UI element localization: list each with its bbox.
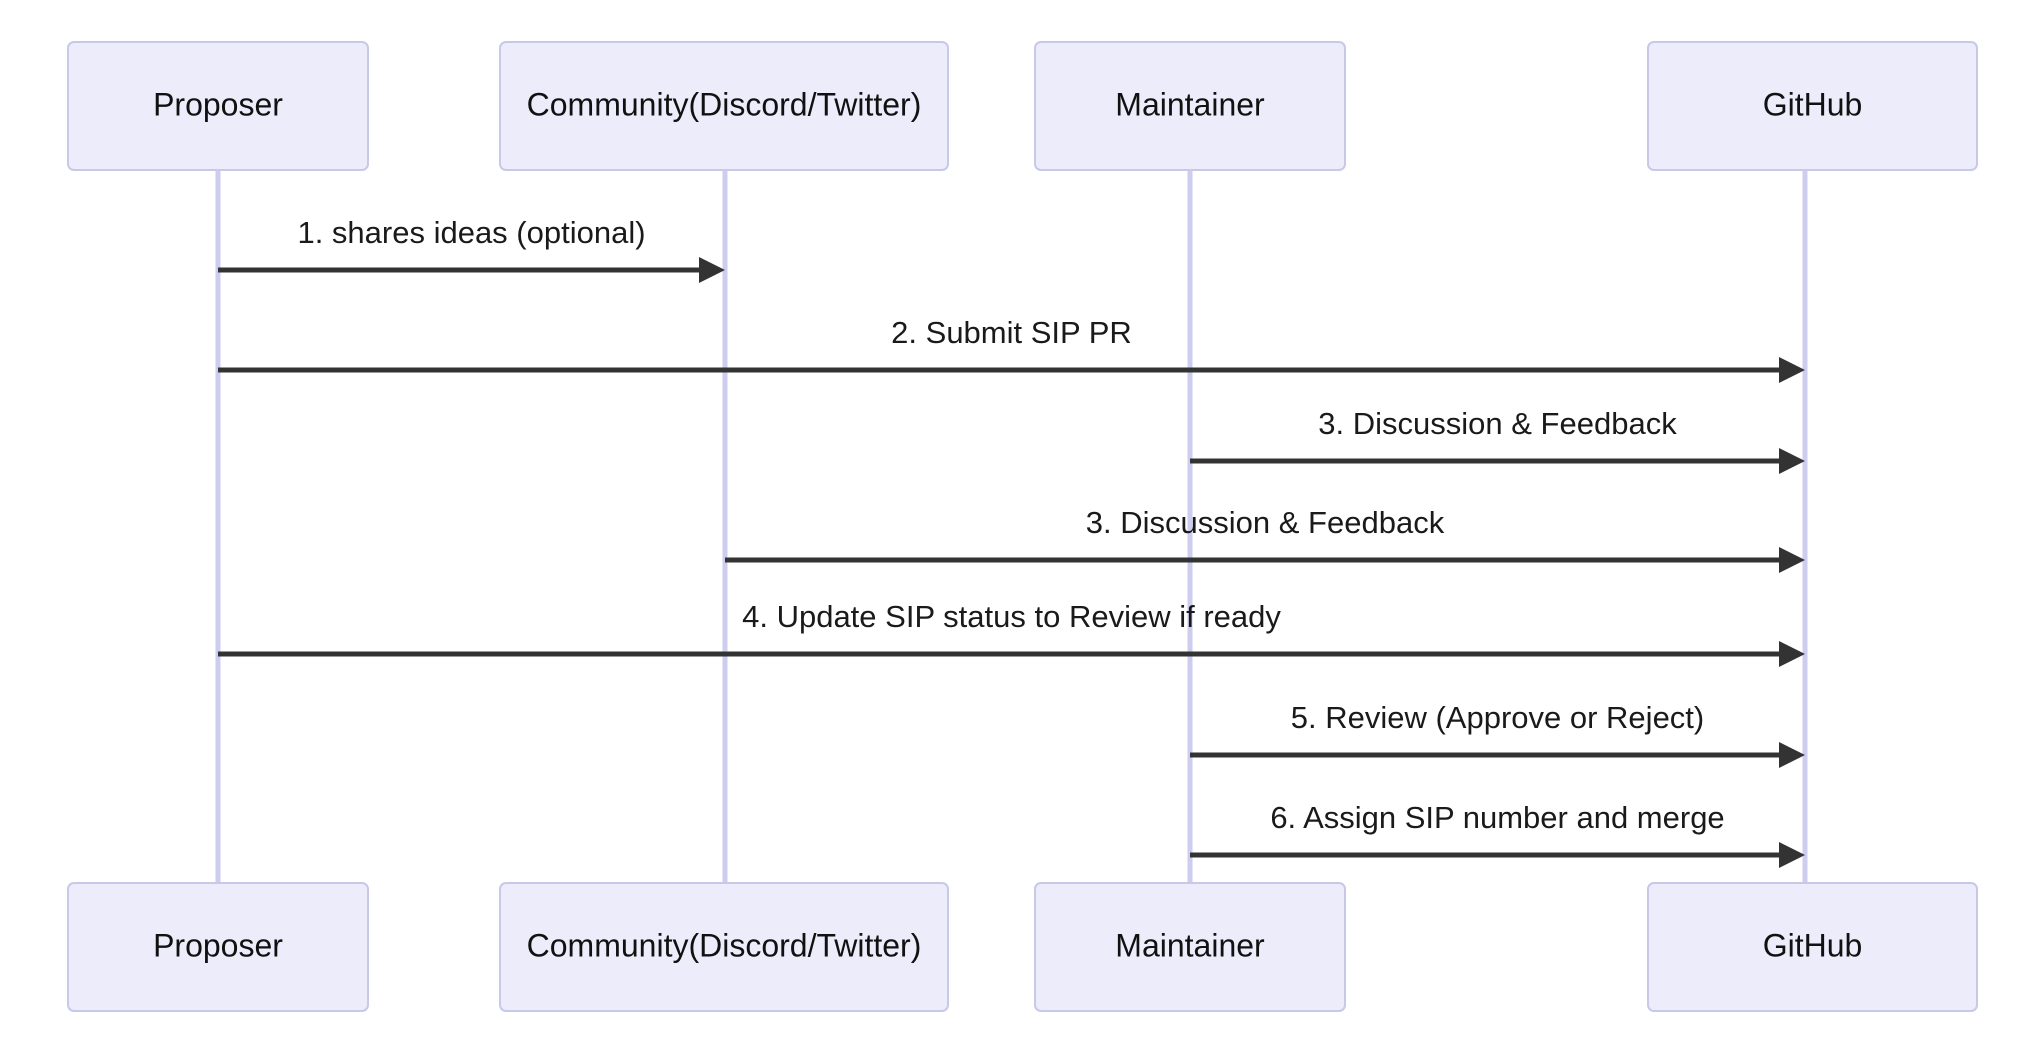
message-7[interactable]: 6. Assign SIP number and merge [1190, 800, 1805, 868]
actor-bottom-community[interactable]: Community(Discord/Twitter) [499, 882, 949, 1012]
message-label-7: 6. Assign SIP number and merge [1270, 800, 1724, 835]
message-arrowhead-5 [1779, 641, 1805, 667]
message-label-1: 1. shares ideas (optional) [297, 215, 645, 250]
messages-layer: 1. shares ideas (optional) 2. Submit SIP … [218, 215, 1805, 868]
actor-bottom-github[interactable]: GitHub [1647, 882, 1978, 1012]
actor-label-top-maintainer: Maintainer [1115, 86, 1265, 122]
actor-box-bottom-maintainer[interactable] [1034, 882, 1346, 1012]
message-arrowhead-2 [1779, 357, 1805, 383]
actor-label-top-community: Community(Discord/Twitter) [527, 86, 922, 122]
actor-label-bottom-community: Community(Discord/Twitter) [527, 927, 922, 963]
actor-box-top-community[interactable] [499, 41, 949, 171]
message-arrowhead-3 [1779, 448, 1805, 474]
actor-top-proposer[interactable]: Proposer [67, 41, 369, 171]
actor-label-bottom-proposer: Proposer [153, 927, 283, 963]
actor-label-bottom-maintainer: Maintainer [1115, 927, 1265, 963]
actor-bottom-maintainer[interactable]: Maintainer [1034, 882, 1346, 1012]
message-2[interactable]: 2. Submit SIP PR [218, 315, 1805, 383]
actor-top-maintainer[interactable]: Maintainer [1034, 41, 1346, 171]
actor-label-bottom-github: GitHub [1763, 927, 1863, 963]
message-5[interactable]: 4. Update SIP status to Review if ready [218, 599, 1805, 667]
actor-box-top-proposer[interactable] [67, 41, 369, 171]
actor-box-top-github[interactable] [1647, 41, 1978, 171]
message-label-2: 2. Submit SIP PR [891, 315, 1132, 350]
message-arrowhead-6 [1779, 742, 1805, 768]
actor-box-bottom-community[interactable] [499, 882, 949, 1012]
actors-bottom-layer: Proposer Community(Discord/Twitter) Mainta… [67, 882, 1978, 1012]
message-label-5: 4. Update SIP status to Review if ready [742, 599, 1281, 634]
actor-bottom-proposer[interactable]: Proposer [67, 882, 369, 1012]
lifelines-layer [215, 170, 1808, 883]
message-4[interactable]: 3. Discussion & Feedback [725, 505, 1805, 573]
actors-top-layer: Proposer Community(Discord/Twitter) Mainta… [67, 41, 1978, 171]
message-6[interactable]: 5. Review (Approve or Reject) [1190, 700, 1805, 768]
actor-box-top-maintainer[interactable] [1034, 41, 1346, 171]
message-arrowhead-4 [1779, 547, 1805, 573]
message-label-6: 5. Review (Approve or Reject) [1291, 700, 1705, 735]
message-label-4: 3. Discussion & Feedback [1086, 505, 1445, 540]
message-arrowhead-1 [699, 257, 725, 283]
message-1[interactable]: 1. shares ideas (optional) [218, 215, 725, 283]
message-arrowhead-7 [1779, 842, 1805, 868]
actor-top-github[interactable]: GitHub [1647, 41, 1978, 171]
message-3[interactable]: 3. Discussion & Feedback [1190, 406, 1805, 474]
actor-top-community[interactable]: Community(Discord/Twitter) [499, 41, 949, 171]
message-label-3: 3. Discussion & Feedback [1318, 406, 1677, 441]
actor-box-bottom-proposer[interactable] [67, 882, 369, 1012]
actor-label-top-github: GitHub [1763, 86, 1863, 122]
actor-box-bottom-github[interactable] [1647, 882, 1978, 1012]
actor-label-top-proposer: Proposer [153, 86, 283, 122]
